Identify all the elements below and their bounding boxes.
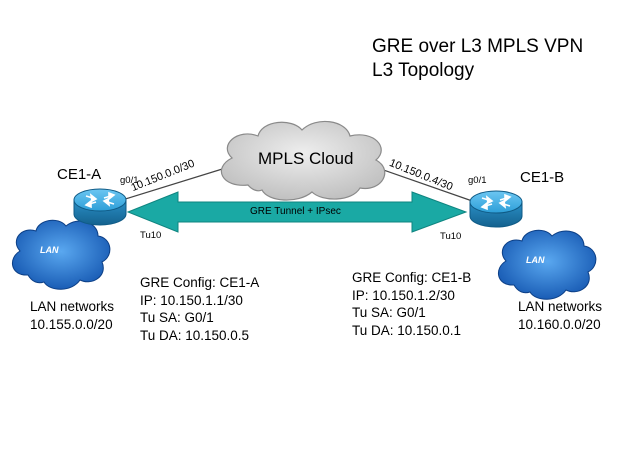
wan-interface-a: g0/1 <box>120 175 139 186</box>
gre-config-sa-a: Tu SA: G0/1 <box>140 310 214 325</box>
lan-networks-b: LAN networks 10.160.0.0/20 <box>518 298 602 333</box>
mpls-cloud-icon <box>220 120 386 201</box>
gre-config-a: GRE Config: CE1-A IP: 10.150.1.1/30 Tu S… <box>140 274 259 344</box>
lan-subnet-b: 10.160.0.0/20 <box>518 316 601 332</box>
gre-config-heading-b: GRE Config: CE1-B <box>352 270 472 285</box>
device-name-ce1-b: CE1-B <box>520 169 565 186</box>
mpls-cloud-label: MPLS Cloud <box>258 149 354 168</box>
lan-cloud-icon <box>12 219 111 290</box>
device-name-ce1-a: CE1-A <box>57 166 102 183</box>
gre-config-ip-b: IP: 10.150.1.2/30 <box>352 287 455 303</box>
gre-config-ip-a: IP: 10.150.1.1/30 <box>140 292 243 308</box>
router-icon <box>469 190 523 228</box>
tunnel-label: GRE Tunnel + IPsec <box>250 206 341 217</box>
lan-networks-a: LAN networks 10.155.0.0/20 <box>30 298 114 333</box>
gre-tunnel-arrow <box>126 191 468 233</box>
wan-interface-b: g0/1 <box>468 175 487 186</box>
router-icon <box>73 188 127 226</box>
tunnel-interface-b: Tu10 <box>440 231 462 242</box>
wan-link-b <box>371 165 479 204</box>
gre-config-da-b: Tu DA: 10.150.0.1 <box>352 322 462 338</box>
lan-cloud-label-a: LAN <box>40 245 59 255</box>
tunnel-interface-a: Tu10 <box>140 230 162 241</box>
wan-link-a <box>121 165 233 201</box>
gre-config-da-a: Tu DA: 10.150.0.5 <box>140 327 250 343</box>
lan-title-a: LAN networks <box>30 299 115 314</box>
gre-config-b: GRE Config: CE1-B IP: 10.150.1.2/30 Tu S… <box>352 269 471 339</box>
lan-title-b: LAN networks <box>518 299 603 314</box>
lan-cloud-icon <box>498 229 597 300</box>
gre-config-heading-a: GRE Config: CE1-A <box>140 275 260 290</box>
diagram-subtitle: L3 Topology <box>372 60 475 81</box>
lan-cloud-label-b: LAN <box>526 255 545 265</box>
diagram-title: GRE over L3 MPLS VPN <box>372 36 584 57</box>
gre-config-sa-b: Tu SA: G0/1 <box>352 305 426 320</box>
lan-subnet-a: 10.155.0.0/20 <box>30 316 113 332</box>
